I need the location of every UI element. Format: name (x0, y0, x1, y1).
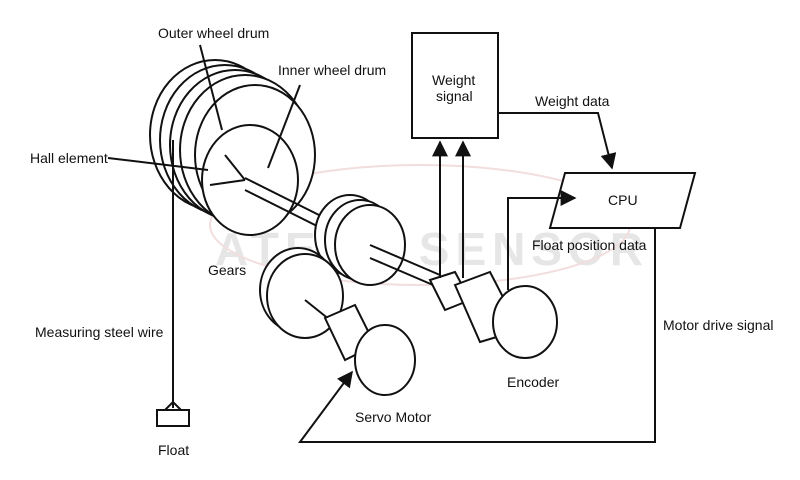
float-position-data-label: Float position data (532, 237, 647, 253)
weight-signal-label-line1: Weight (432, 72, 475, 88)
weight-data-label: Weight data (535, 93, 610, 109)
inner-wheel-drum-pointer (267, 84, 301, 169)
outer-wheel-drum-pointer (199, 44, 223, 131)
weight-signal-box (411, 32, 499, 139)
outer-wheel-drum-label: Outer wheel drum (158, 25, 269, 41)
encoder-label: Encoder (507, 374, 559, 390)
weight-signal-label-line2: signal (436, 88, 473, 104)
gear-shaft (369, 244, 441, 289)
measuring-steel-wire-label: Measuring steel wire (35, 324, 164, 340)
float-position-data-arrow (507, 190, 577, 290)
encoder (428, 270, 558, 359)
cpu-box (548, 172, 697, 229)
float-weight (156, 400, 190, 427)
hall-element-pointer (107, 157, 209, 171)
gears-label: Gears (208, 262, 246, 278)
servo-motor-label: Servo Motor (355, 409, 432, 425)
servo-motor (304, 299, 416, 396)
inner-wheel-drum-label: Inner wheel drum (278, 62, 386, 78)
motor-drive-signal-arrow (298, 228, 656, 443)
hall-element (209, 154, 246, 186)
drum-shaft (244, 177, 326, 231)
weight-data-arrow (498, 112, 617, 170)
motor-drive-signal-label: Motor drive signal (663, 317, 774, 333)
cpu-label: CPU (608, 192, 638, 208)
hall-element-label: Hall element (30, 150, 108, 166)
float-label: Float (158, 442, 189, 458)
